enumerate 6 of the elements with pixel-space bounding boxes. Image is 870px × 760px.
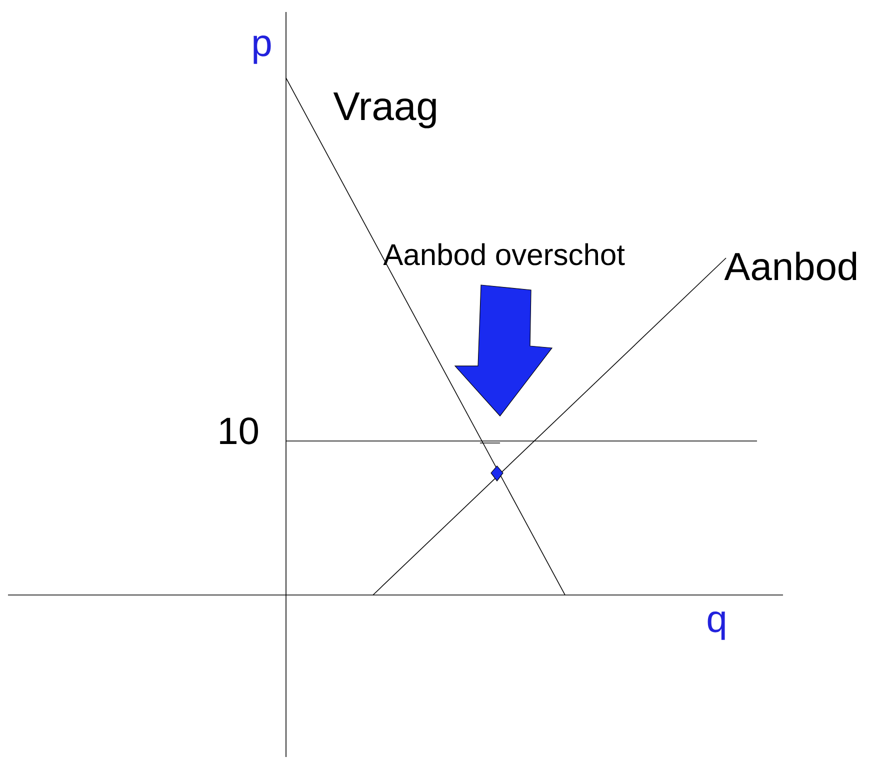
- axis-label: q: [708, 612, 725, 640]
- curve-label: Vraag: [333, 92, 436, 128]
- axis-label: p: [254, 36, 271, 64]
- curve-label: Aanbod: [724, 252, 856, 280]
- tick-label: 10: [220, 417, 258, 444]
- annotation: Aanbod overschot: [383, 243, 625, 266]
